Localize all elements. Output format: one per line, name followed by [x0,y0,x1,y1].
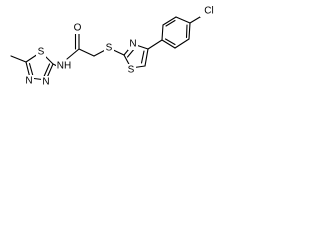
bond-tdz-c5-n4-double [28,62,34,77]
atom-label-n-thiazole: N [129,39,136,50]
bond-ring-1 [175,16,191,24]
atom-label-n-thiadiazole-2: N [42,77,49,88]
atom-label-nh: NH [57,61,71,72]
bond-ring-inner-3 [185,24,188,39]
bond-thz-c5-c4 [144,48,149,67]
atom-labels: Cl O NH S S N S N N [24,5,216,88]
atom-label-o: O [74,23,82,34]
bond-ring-inner-2 [164,38,176,46]
bond-carbonyl-nh [66,48,80,60]
bond-ring-inner-1 [165,19,176,27]
atom-label-s-thioether: S [106,43,113,54]
bond-ch2-carbonyl [78,48,95,57]
bond-ring-4 [161,39,176,49]
atom-label-s-thiadiazole: S [38,47,45,58]
bond-ring-6 [188,22,191,40]
chlorophenyl-ring [161,13,206,49]
bond-ring-2 [162,16,177,26]
bond-tdz-n3-c2-double [43,63,51,78]
molecule-drawing: Cl O NH S S N S N N [10,5,216,88]
bond-ring-5 [174,38,190,49]
bond-thz-c5-c4-double [140,50,145,64]
atom-label-cl: Cl [204,6,213,17]
bond-aryl-thiazole [147,39,163,50]
atom-label-n-thiadiazole-1: N [25,76,32,87]
atom-label-s-thiazole: S [128,65,135,76]
bond-ring-3 [161,24,164,41]
bond-tdz-c5-methyl [10,55,27,63]
structure-diagram: Cl O NH S S N S N N [0,0,233,104]
